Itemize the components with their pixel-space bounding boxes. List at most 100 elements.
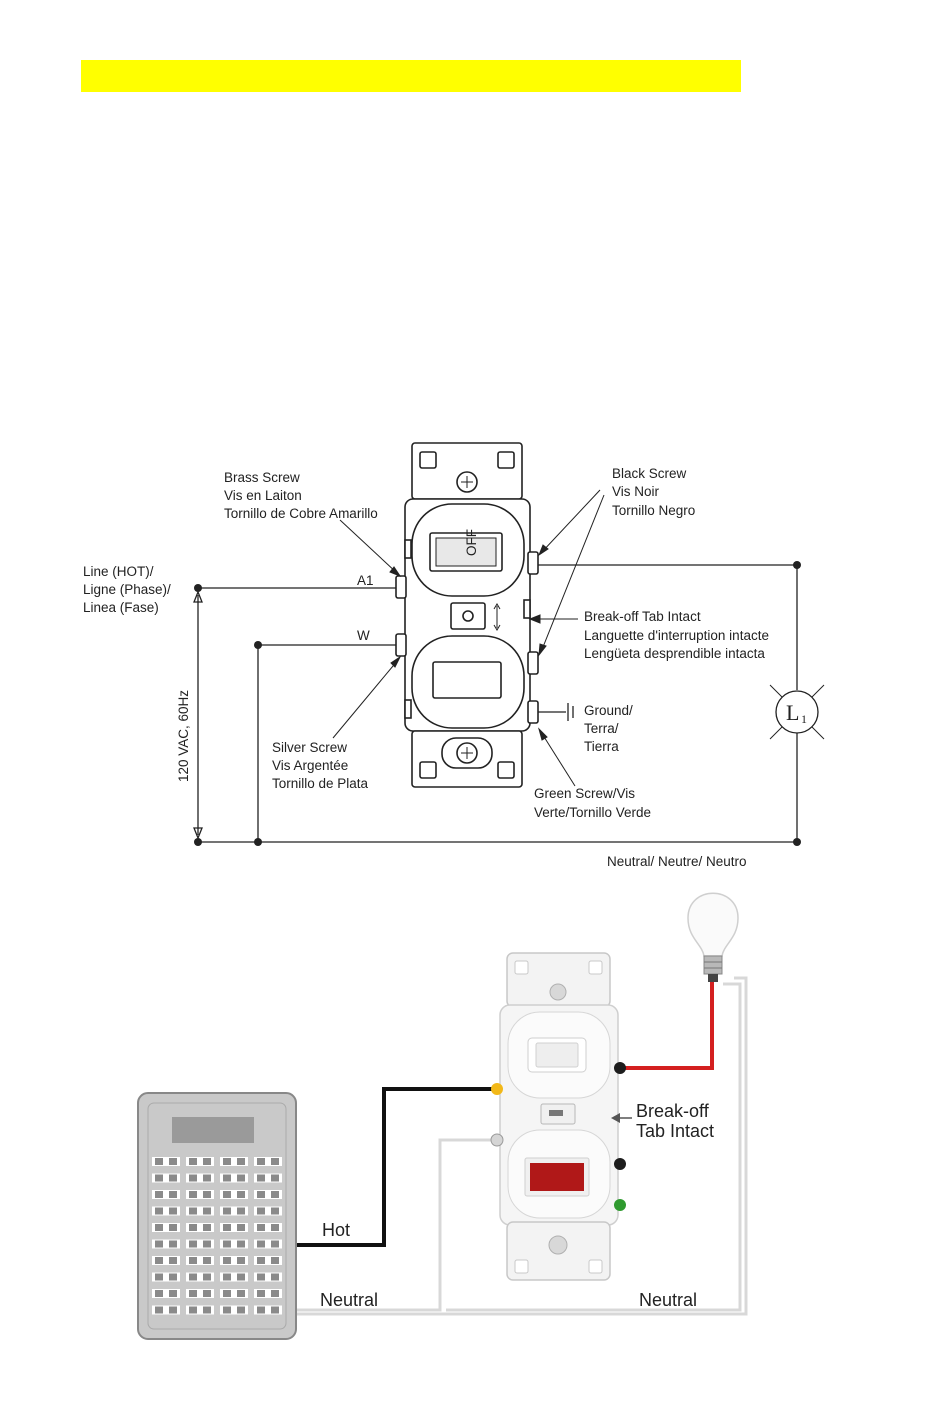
- breaker-switch: [223, 1273, 231, 1281]
- breaker-switch: [169, 1207, 177, 1215]
- breaker-slot: [186, 1256, 214, 1265]
- breaker-switch: [169, 1191, 177, 1198]
- brass-screw-label: Brass Screw Vis en Laiton Tornillo de Co…: [224, 470, 378, 521]
- green-screw-label: Green Screw/Vis Verte/Tornillo Verde: [534, 786, 651, 820]
- breaker-switch: [203, 1290, 211, 1297]
- breaker-slot: [186, 1289, 214, 1298]
- breaker-switch: [237, 1257, 245, 1264]
- breaker-switch: [271, 1257, 279, 1264]
- breaker-switch: [155, 1224, 163, 1231]
- breaker-switch: [223, 1158, 231, 1165]
- breaker-slot: [152, 1272, 180, 1282]
- breaker-slot: [220, 1272, 248, 1282]
- breaker-switch: [257, 1240, 265, 1248]
- load-subscript: 1: [801, 712, 807, 726]
- black-screw-bottom: [614, 1158, 626, 1170]
- breaker-slot: [254, 1223, 282, 1232]
- breaker-switch: [223, 1207, 231, 1215]
- breaker-switch: [223, 1257, 231, 1264]
- svg-text:Tornillo Negro: Tornillo Negro: [612, 503, 695, 518]
- breaker-switch: [189, 1207, 197, 1215]
- silver-screw: [490, 1133, 504, 1147]
- breaker-switch: [271, 1174, 279, 1182]
- silver-screw-label: Silver Screw Vis Argentée Tornillo de Pl…: [272, 740, 369, 791]
- breaker-switch: [257, 1191, 265, 1198]
- breaker-switch: [155, 1240, 163, 1248]
- hot-wire: [296, 1087, 496, 1247]
- svg-text:Break-off Tab Intact: Break-off Tab Intact: [584, 609, 701, 624]
- breaker-slot: [220, 1190, 248, 1199]
- breaker-slot: [220, 1223, 248, 1232]
- breaker-switch: [203, 1273, 211, 1281]
- svg-text:Vis en Laiton: Vis en Laiton: [224, 488, 302, 503]
- svg-text:Brass Screw: Brass Screw: [224, 470, 300, 485]
- breaker-switch: [155, 1158, 163, 1165]
- lightbulb-icon: [687, 892, 739, 982]
- breaker-switch: [237, 1207, 245, 1215]
- breaker-slot: [254, 1190, 282, 1199]
- breaker-switch: [271, 1240, 279, 1248]
- green-screw: [614, 1199, 626, 1211]
- load-wire: [622, 980, 714, 1070]
- breaker-switch: [237, 1191, 245, 1198]
- breaker-switch: [189, 1174, 197, 1182]
- breaker-switch: [203, 1174, 211, 1182]
- svg-text:Vis Argentée: Vis Argentée: [272, 758, 348, 773]
- breaker-slot: [186, 1157, 214, 1166]
- terminal-w-label: W: [357, 628, 370, 643]
- breaker-switch: [257, 1273, 265, 1281]
- breaker-switch: [271, 1224, 279, 1231]
- breaker-slot: [254, 1305, 282, 1315]
- ground-label: Ground/ Terra/ Tierra: [584, 703, 633, 754]
- breaker-switch: [271, 1158, 279, 1165]
- breaker-switch: [257, 1224, 265, 1231]
- svg-text:Line (HOT)/: Line (HOT)/: [83, 564, 154, 579]
- breaker-switch: [237, 1174, 245, 1182]
- breaker-slot: [186, 1173, 214, 1183]
- black-screw-label: Black Screw Vis Noir Tornillo Negro: [612, 466, 695, 518]
- breaker-switch: [155, 1257, 163, 1264]
- breaker-slot: [152, 1157, 180, 1166]
- breaker-switch: [257, 1174, 265, 1182]
- breaker-slot: [152, 1223, 180, 1232]
- breaker-slot: [152, 1206, 180, 1216]
- neutral-label-right: Neutral: [639, 1290, 697, 1310]
- svg-text:Verte/Tornillo Verde: Verte/Tornillo Verde: [534, 805, 651, 820]
- breaker-slot: [254, 1289, 282, 1298]
- breaker-switch: [155, 1191, 163, 1198]
- svg-text:Break-off: Break-off: [636, 1101, 710, 1121]
- breaker-switch: [203, 1306, 211, 1314]
- breaker-switch: [203, 1240, 211, 1248]
- svg-text:Lengüeta desprendible intacta: Lengüeta desprendible intacta: [584, 646, 765, 661]
- breaker-slot: [220, 1289, 248, 1298]
- breaker-switch: [155, 1174, 163, 1182]
- breaker-slot: [220, 1206, 248, 1216]
- breaker-switch: [223, 1174, 231, 1182]
- svg-text:Linea (Fase): Linea (Fase): [83, 600, 159, 615]
- svg-text:Terra/: Terra/: [584, 721, 619, 736]
- breaker-switch: [223, 1224, 231, 1231]
- black-screw-top: [614, 1062, 626, 1074]
- svg-text:Tab Intact: Tab Intact: [636, 1121, 714, 1141]
- breaker-switch: [257, 1207, 265, 1215]
- breaker-slot: [152, 1305, 180, 1315]
- breaker-switch: [223, 1240, 231, 1248]
- breaker-switch: [189, 1290, 197, 1297]
- breakoff-tab-label: Break-off Tab Intact: [636, 1101, 714, 1141]
- breaker-slot: [152, 1190, 180, 1199]
- highlight-bar: [81, 60, 741, 92]
- breaker-slot: [186, 1206, 214, 1216]
- breaker-switch: [271, 1306, 279, 1314]
- breakoff-label: Break-off Tab Intact Languette d'interru…: [584, 609, 769, 661]
- breaker-switch: [203, 1257, 211, 1264]
- breaker-switch: [169, 1257, 177, 1264]
- breaker-switch: [155, 1207, 163, 1215]
- breaker-slot: [220, 1239, 248, 1249]
- breaker-switch: [189, 1273, 197, 1281]
- svg-text:Tierra: Tierra: [584, 739, 619, 754]
- breaker-switch: [237, 1158, 245, 1165]
- breaker-switch: [203, 1158, 211, 1165]
- schematic-device: OFF: [395, 442, 539, 788]
- breaker-slot: [152, 1256, 180, 1265]
